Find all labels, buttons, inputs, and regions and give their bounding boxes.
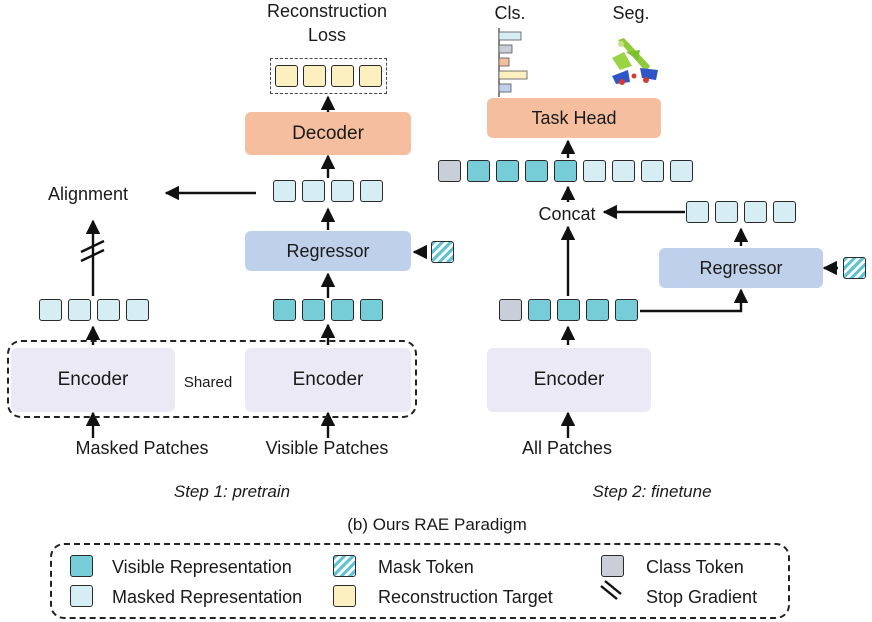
alignment-label: Alignment	[48, 184, 129, 204]
ft-encoder-box: Encoder	[487, 348, 651, 412]
visible-rep-token	[273, 299, 296, 321]
masked-rep-token	[302, 180, 325, 202]
visible-patches-label: Visible Patches	[265, 438, 389, 458]
visible-rep-token	[586, 299, 609, 321]
ft-encoder-label: Encoder	[533, 369, 605, 390]
legend-masked-swatch	[70, 585, 93, 607]
class-token	[438, 160, 461, 182]
visible-rep-token	[615, 299, 638, 321]
visible-rep-token	[331, 299, 354, 321]
visible-rep-token	[496, 160, 519, 182]
regressor-box: Regressor	[245, 231, 411, 271]
masked-patches-label: Masked Patches	[75, 438, 209, 458]
masked-rep-token	[126, 299, 149, 321]
legend-mask-token-label: Mask Token	[378, 557, 474, 577]
visible-rep-token	[525, 160, 548, 182]
reconstruction-loss-line2: Loss	[307, 25, 347, 45]
masked-rep-token	[97, 299, 120, 321]
reconstruction-target-group	[270, 58, 387, 94]
masked-rep-token	[773, 201, 796, 223]
visible-rep-token	[302, 299, 325, 321]
mask-token	[843, 257, 866, 279]
visible-rep-token	[528, 299, 551, 321]
masked-rep-token	[360, 180, 383, 202]
visible-rep-token	[360, 299, 383, 321]
masked-rep-token	[273, 180, 296, 202]
target-token	[303, 65, 326, 87]
target-token	[275, 65, 298, 87]
masked-rep-token	[68, 299, 91, 321]
decoder-label: Decoder	[292, 122, 364, 144]
step2-label: Step 2: finetune	[592, 482, 712, 501]
class-token	[499, 299, 522, 321]
all-patches-label: All Patches	[521, 438, 613, 458]
visible-rep-token	[467, 160, 490, 182]
legend-stop-gradient-label: Stop Gradient	[646, 587, 758, 607]
encoder-left-label: Encoder	[57, 369, 129, 390]
shared-encoder-group	[7, 340, 417, 418]
cls-bar-chart-icon	[498, 28, 528, 97]
encoder-right-label: Encoder	[292, 369, 364, 390]
legend-stop-gradient-icon	[600, 580, 622, 600]
masked-rep-token	[612, 160, 635, 182]
legend-visible-swatch	[70, 555, 93, 577]
legend-mask-token-swatch	[333, 555, 356, 577]
cls-label: Cls.	[494, 3, 526, 23]
visible-rep-token	[557, 299, 580, 321]
masked-rep-token	[715, 201, 738, 223]
masked-rep-token	[670, 160, 693, 182]
regressor-label: Regressor	[286, 240, 370, 261]
task-head-label: Task Head	[531, 107, 617, 128]
seg-airplane-icon	[612, 38, 658, 85]
target-token	[331, 65, 354, 87]
target-token	[359, 65, 382, 87]
legend-class-token-label: Class Token	[646, 557, 744, 577]
ft-regressor-label: Regressor	[699, 257, 783, 278]
mask-token	[431, 241, 454, 263]
masked-rep-token	[641, 160, 664, 182]
reconstruction-loss-line1: Reconstruction	[266, 1, 388, 21]
masked-rep-token	[583, 160, 606, 182]
task-head-box: Task Head	[487, 98, 661, 138]
seg-label: Seg.	[612, 3, 650, 23]
legend-target-label: Reconstruction Target	[378, 587, 553, 607]
visible-rep-token	[554, 160, 577, 182]
decoder-box: Decoder	[245, 112, 411, 155]
stop-gradient-mark	[80, 239, 105, 263]
encoder-left-box: Encoder	[11, 348, 175, 412]
legend-masked-label: Masked Representation	[112, 587, 303, 607]
shared-label: Shared	[183, 374, 233, 391]
legend-visible-label: Visible Representation	[112, 557, 292, 577]
masked-rep-token	[686, 201, 709, 223]
figure-caption: (b) Ours RAE Paradigm	[347, 515, 527, 534]
masked-rep-token	[744, 201, 767, 223]
legend-class-token-swatch	[601, 555, 624, 577]
arrow-tokens-to-regressor-ft	[640, 288, 749, 313]
legend-box	[50, 543, 790, 619]
step1-label: Step 1: pretrain	[173, 482, 291, 501]
encoder-right-box: Encoder	[245, 348, 411, 412]
concat-label: Concat	[538, 204, 596, 224]
masked-rep-token	[39, 299, 62, 321]
ft-regressor-box: Regressor	[659, 248, 823, 288]
legend-target-swatch	[333, 585, 356, 607]
masked-rep-token	[331, 180, 354, 202]
